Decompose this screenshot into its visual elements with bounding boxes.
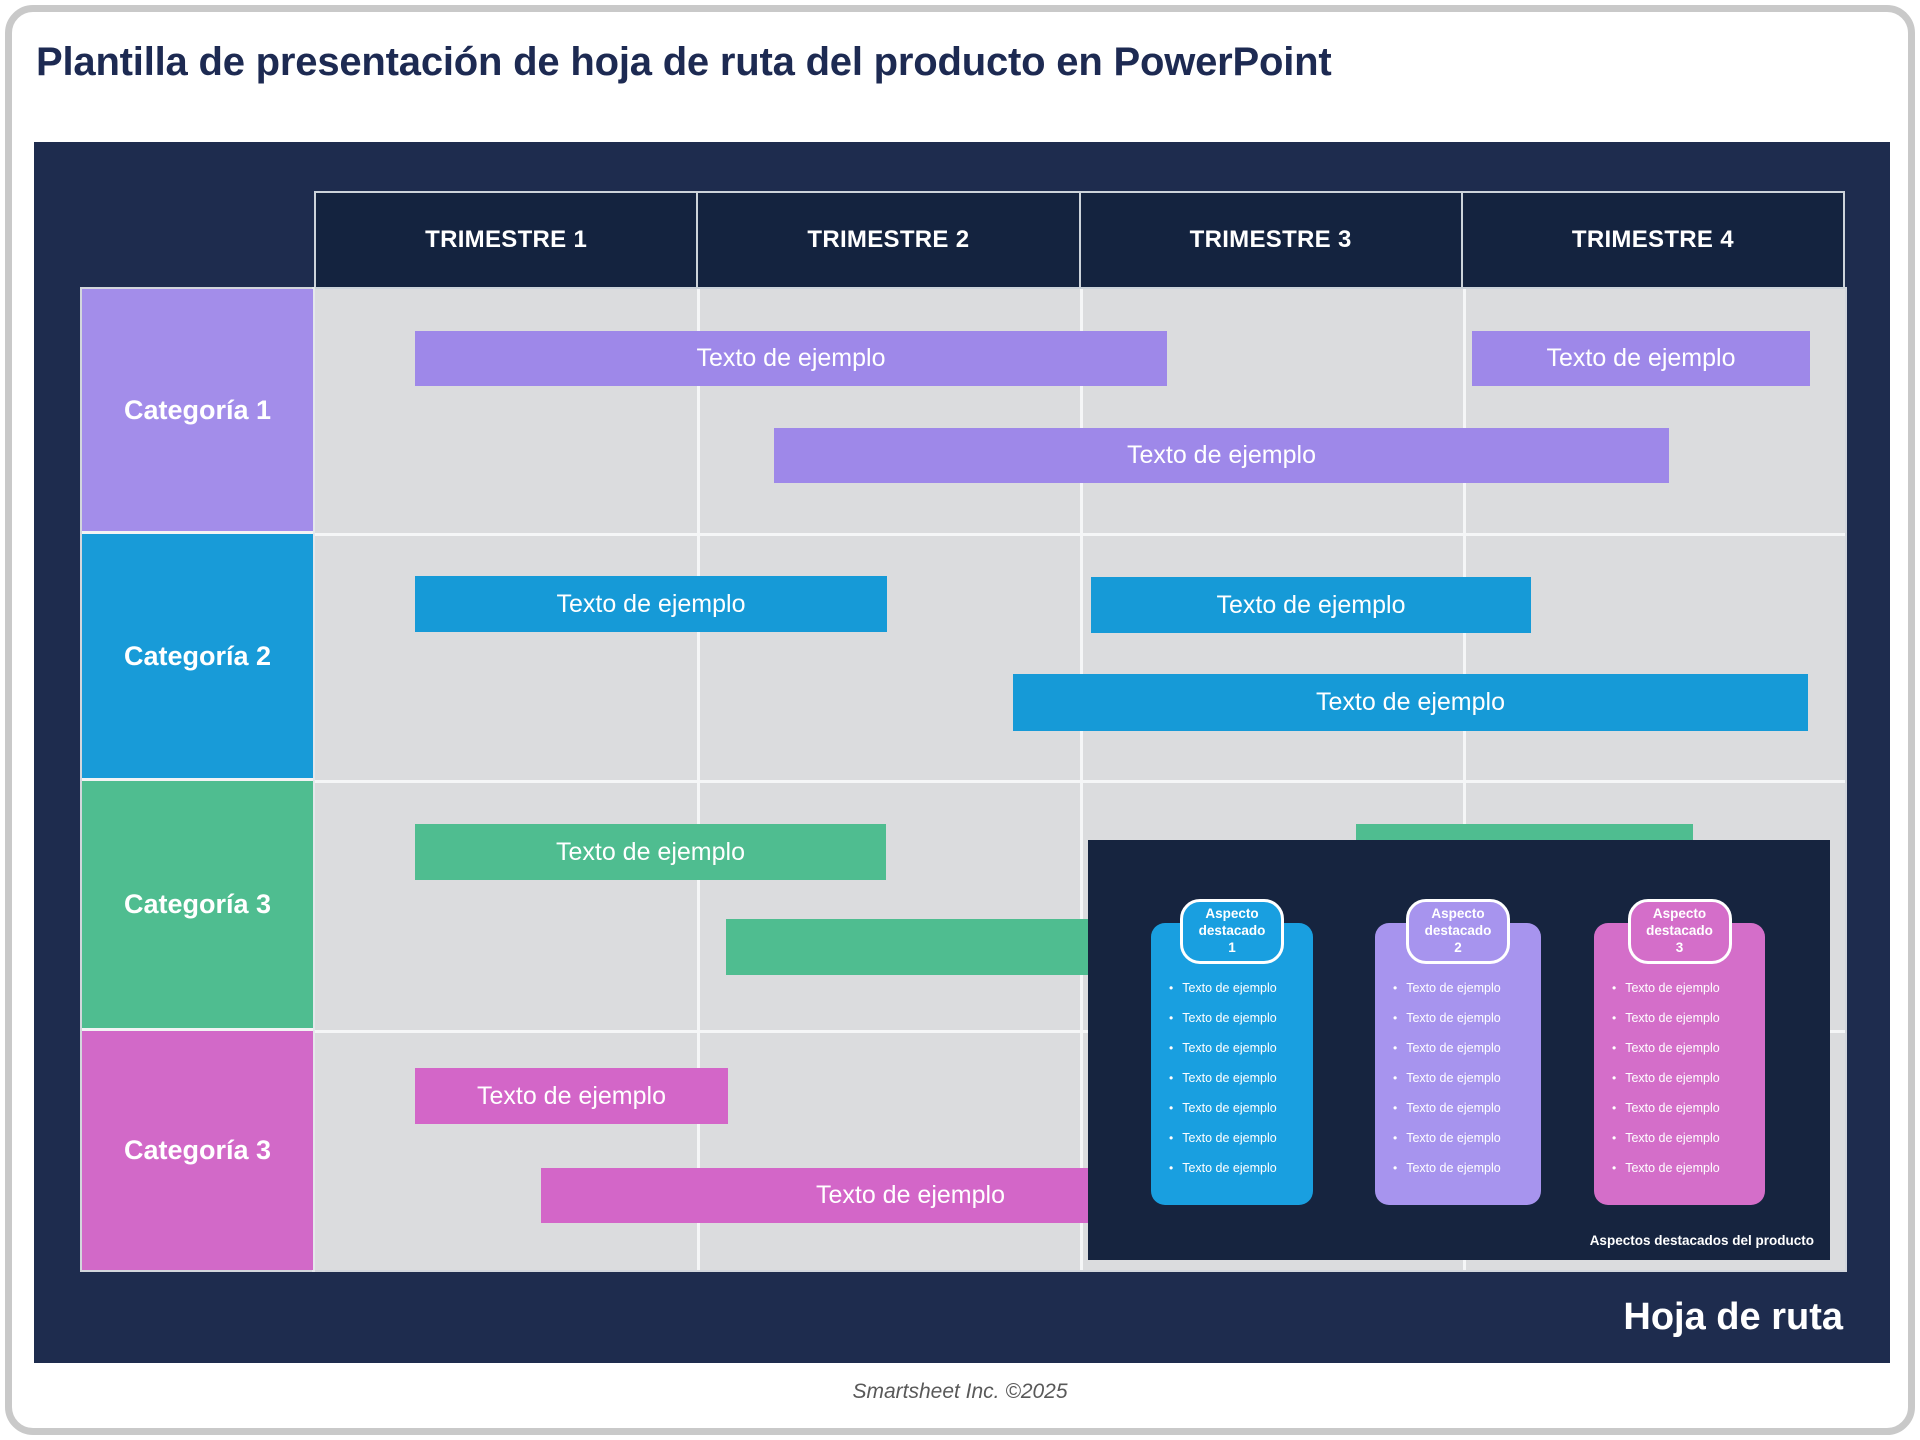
bullet-item: Texto de ejemplo	[1169, 973, 1305, 1003]
grid-col-line	[1080, 289, 1083, 1270]
stripe-pattern	[34, 360, 57, 612]
highlights-caption: Aspectos destacados del producto	[1589, 1233, 1814, 1248]
highlight-card-pill: Aspecto destacado 2	[1406, 899, 1510, 964]
bullet-item: Texto de ejemplo	[1169, 1093, 1305, 1123]
bullet-item: Texto de ejemplo	[1612, 1153, 1757, 1183]
bullet-item: Texto de ejemplo	[1169, 1063, 1305, 1093]
roadmap-bar: Texto de ejemplo	[415, 331, 1167, 386]
bullet-item: Texto de ejemplo	[1393, 1123, 1533, 1153]
bullet-item: Texto de ejemplo	[1393, 973, 1533, 1003]
bullet-item: Texto de ejemplo	[1393, 1003, 1533, 1033]
quarter-header-cell: TRIMESTRE 1	[316, 193, 697, 287]
grid-col-line	[1463, 289, 1466, 1270]
bullet-item: Texto de ejemplo	[1612, 1093, 1757, 1123]
highlight-card: Aspecto destacado 2Texto de ejemploTexto…	[1375, 899, 1541, 1205]
quarter-header-cell: TRIMESTRE 4	[1460, 193, 1843, 287]
grid-row-line	[314, 1030, 1845, 1033]
bullet-item: Texto de ejemplo	[1169, 1153, 1305, 1183]
arc-pattern-pale	[854, 289, 1154, 549]
bullet-item: Texto de ejemplo	[1169, 1123, 1305, 1153]
bullet-item: Texto de ejemplo	[1612, 1033, 1757, 1063]
highlight-card-pill: Aspecto destacado 3	[1627, 899, 1732, 964]
bullet-item: Texto de ejemplo	[1612, 1063, 1757, 1093]
roadmap-bar	[726, 919, 1088, 975]
grid-row-line	[314, 533, 1845, 536]
bullet-item: Texto de ejemplo	[1169, 1003, 1305, 1033]
bullet-item: Texto de ejemplo	[1612, 1003, 1757, 1033]
quarter-header-cell: TRIMESTRE 2	[696, 193, 1079, 287]
roadmap-bar: Texto de ejemplo	[1013, 674, 1808, 731]
slide-footer-label: Hoja de ruta	[1623, 1296, 1843, 1338]
copyright-footer: Smartsheet Inc. ©2025	[852, 1380, 1068, 1403]
stripe-pattern	[34, 660, 57, 912]
bullet-item: Texto de ejemplo	[1612, 1123, 1757, 1153]
category-cell: Categoría 3	[82, 1031, 313, 1270]
bullet-item: Texto de ejemplo	[1393, 1093, 1533, 1123]
roadmap-bar: Texto de ejemplo	[1091, 577, 1531, 633]
roadmap-bar: Texto de ejemplo	[415, 824, 886, 880]
roadmap-bar: Texto de ejemplo	[774, 428, 1669, 483]
bullet-item: Texto de ejemplo	[1393, 1033, 1533, 1063]
roadmap-bar: Texto de ejemplo	[415, 1068, 728, 1124]
highlight-card: Aspecto destacado 1Texto de ejemploTexto…	[1151, 899, 1313, 1205]
bullet-item: Texto de ejemplo	[1612, 973, 1757, 1003]
stripe-pattern-pale	[314, 289, 406, 764]
page-title: Plantilla de presentación de hoja de rut…	[36, 40, 1332, 84]
highlight-card-pill: Aspecto destacado 1	[1180, 899, 1284, 964]
category-cell: Categoría 3	[82, 781, 313, 1031]
highlights-panel: Aspectos destacados del producto Aspecto…	[1088, 840, 1830, 1260]
quarter-header-cell: TRIMESTRE 3	[1078, 193, 1461, 287]
roadmap-bar: Texto de ejemplo	[415, 576, 887, 632]
bullet-item: Texto de ejemplo	[1169, 1033, 1305, 1063]
bullet-item: Texto de ejemplo	[1393, 1063, 1533, 1093]
roadmap-bar: Texto de ejemplo	[1472, 331, 1810, 386]
category-cell: Categoría 2	[82, 534, 313, 781]
grid-row-line	[314, 780, 1845, 783]
category-cell: Categoría 1	[82, 289, 313, 534]
grid-col-line	[697, 289, 700, 1270]
bullet-item: Texto de ejemplo	[1393, 1153, 1533, 1183]
